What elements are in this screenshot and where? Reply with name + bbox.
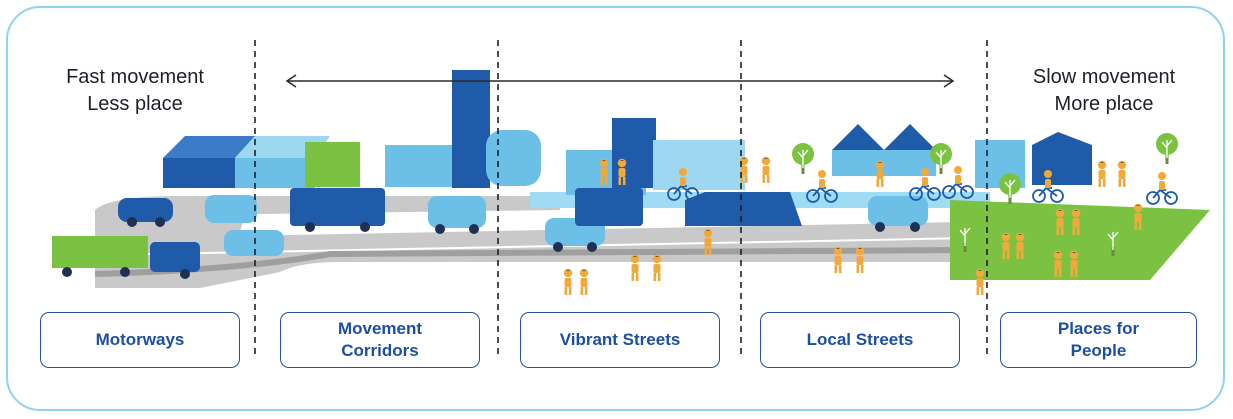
diagram-frame bbox=[6, 6, 1225, 411]
category-places-for-people[interactable]: Places for People bbox=[1000, 312, 1197, 368]
divider-lines bbox=[254, 40, 988, 356]
category-label: Movement Corridors bbox=[337, 319, 423, 360]
right-end-label: Slow movement More place bbox=[1004, 64, 1204, 118]
left-end-label: Fast movement Less place bbox=[40, 64, 230, 118]
category-movement-corridors[interactable]: Movement Corridors bbox=[280, 312, 480, 368]
category-motorways[interactable]: Motorways bbox=[40, 312, 240, 368]
category-vibrant-streets[interactable]: Vibrant Streets bbox=[520, 312, 720, 368]
category-label: Local Streets bbox=[806, 330, 914, 349]
vehicles bbox=[52, 188, 928, 279]
left-label-line2: Less place bbox=[87, 93, 183, 115]
right-label-line2: More place bbox=[1054, 93, 1154, 115]
category-label: Vibrant Streets bbox=[559, 330, 681, 349]
category-local-streets[interactable]: Local Streets bbox=[760, 312, 960, 368]
double-arrow-icon bbox=[285, 74, 955, 88]
right-label-line1: Slow movement bbox=[1032, 66, 1176, 88]
category-label: Motorways bbox=[95, 330, 185, 349]
category-label: Places for People bbox=[1057, 319, 1140, 360]
left-label-line1: Fast movement bbox=[66, 66, 204, 88]
buildings bbox=[163, 70, 1092, 195]
